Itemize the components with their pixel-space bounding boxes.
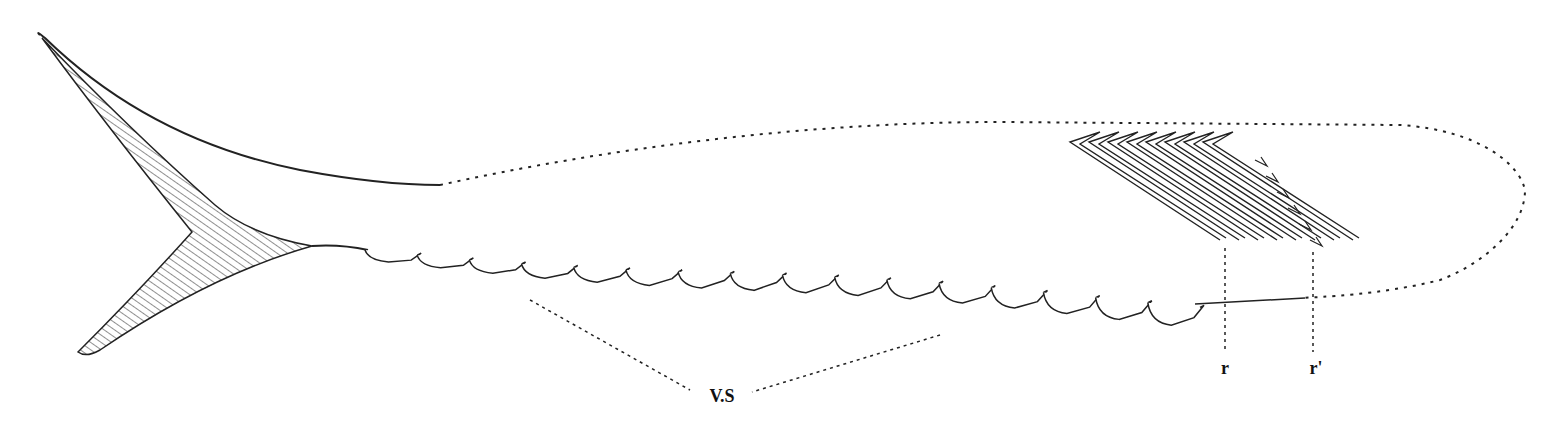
caudal-fin (42, 38, 312, 355)
rib-fragment (1288, 205, 1300, 214)
part-label: r (1221, 359, 1229, 377)
scute (730, 273, 786, 290)
body-outline (312, 246, 368, 251)
scute (1043, 292, 1099, 313)
scute (522, 264, 578, 278)
scute (939, 283, 995, 303)
scute (835, 277, 891, 295)
part-label: r' (1310, 359, 1323, 377)
rib-fragment (1310, 237, 1322, 246)
ventral-scutes (365, 250, 1204, 325)
rib (1184, 132, 1340, 240)
scute (991, 288, 1047, 308)
restored-outline (440, 122, 1525, 298)
rib (1165, 132, 1321, 240)
scute (417, 255, 473, 268)
scute (1148, 303, 1204, 326)
rib-fragment (1266, 173, 1278, 182)
scute (678, 271, 734, 288)
ribs (1070, 132, 1359, 246)
scute (1096, 298, 1152, 320)
scute (574, 267, 630, 282)
body-outline (38, 33, 440, 185)
leader-lines (530, 248, 1313, 392)
rib-fragment (1277, 189, 1289, 198)
rib-fragment (1299, 221, 1311, 230)
rib (1203, 132, 1359, 240)
rib-fragment (1255, 157, 1267, 166)
scute (887, 280, 943, 299)
part-label: V.S (709, 387, 734, 405)
body-outline (1195, 298, 1305, 304)
scute (626, 270, 682, 286)
scute (469, 260, 525, 273)
scute (365, 250, 421, 262)
scute (783, 275, 839, 293)
